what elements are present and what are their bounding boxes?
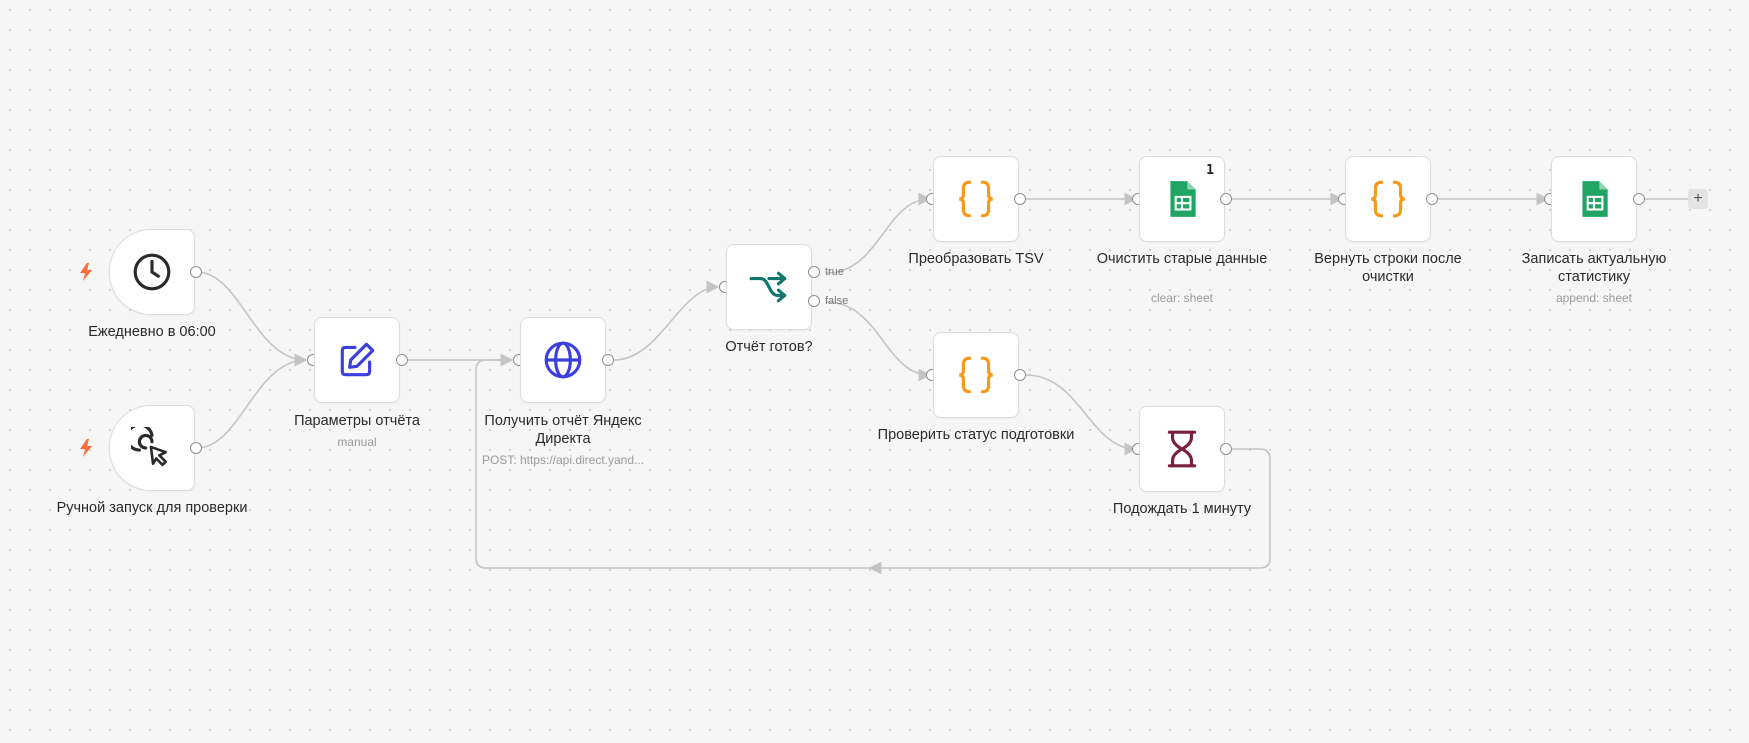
- node-report-params[interactable]: [314, 317, 400, 403]
- output-handle[interactable]: [1220, 193, 1232, 205]
- node-subtitle: manual: [337, 435, 377, 449]
- output-handle[interactable]: [1014, 193, 1026, 205]
- output-handle[interactable]: [1426, 193, 1438, 205]
- trigger-bolt-icon: [80, 439, 92, 457]
- node-check-status[interactable]: [933, 332, 1019, 418]
- edge-schedule-params: [196, 271, 308, 367]
- branch-label-false: false: [825, 295, 849, 307]
- output-handle-true[interactable]: [808, 266, 820, 278]
- node-label: Вернуть строки после очистки: [1314, 251, 1462, 285]
- node-label: Записать актуальную статистику: [1521, 251, 1667, 285]
- node-subtitle: append: sheet: [1555, 291, 1633, 305]
- code-braces-icon: [959, 180, 993, 218]
- node-schedule-trigger[interactable]: [109, 229, 195, 315]
- node-write-stats[interactable]: [1551, 156, 1637, 242]
- node-clear-old-data[interactable]: 1: [1139, 156, 1225, 242]
- execution-count-badge: 1: [1206, 163, 1214, 178]
- clock-icon: [133, 253, 171, 291]
- node-subtitle: clear: sheet: [1150, 291, 1214, 305]
- node-label: Получить отчёт Яндекс Директа: [484, 413, 642, 447]
- output-handle[interactable]: [1014, 369, 1026, 381]
- output-handle[interactable]: [602, 354, 614, 366]
- output-handle[interactable]: [1633, 193, 1645, 205]
- output-handle[interactable]: [1220, 443, 1232, 455]
- code-braces-icon: [1371, 180, 1405, 218]
- node-label: Параметры отчёта: [294, 413, 420, 429]
- node-label: Очистить старые данные: [1096, 251, 1268, 267]
- output-handle[interactable]: [190, 266, 202, 278]
- node-convert-tsv[interactable]: [933, 156, 1019, 242]
- output-handle-false[interactable]: [808, 295, 820, 307]
- node-label: Проверить статус подготовки: [877, 427, 1075, 443]
- output-handle[interactable]: [190, 442, 202, 454]
- node-report-ready-if[interactable]: [726, 244, 812, 330]
- node-label: Ручной запуск для проверки: [56, 500, 248, 516]
- node-fetch-report[interactable]: [520, 317, 606, 403]
- branch-label-true: true: [825, 266, 844, 278]
- add-node-button[interactable]: +: [1688, 189, 1708, 209]
- branch-icon: [749, 271, 787, 303]
- google-sheets-icon: [1582, 181, 1608, 217]
- node-label: Преобразовать TSV: [908, 251, 1044, 267]
- node-label: Отчёт готов?: [725, 339, 813, 355]
- trigger-bolt-icon: [80, 263, 92, 281]
- code-braces-icon: [959, 356, 993, 394]
- node-manual-trigger[interactable]: [109, 405, 195, 491]
- google-sheets-icon: [1170, 181, 1196, 217]
- pointer-click-icon: [131, 427, 167, 467]
- output-handle[interactable]: [396, 354, 408, 366]
- node-label: Подождать 1 минуту: [1112, 501, 1252, 517]
- node-return-rows[interactable]: [1345, 156, 1431, 242]
- hourglass-icon: [1167, 430, 1197, 468]
- globe-icon: [544, 341, 582, 379]
- edit-icon: [340, 342, 375, 377]
- node-wait[interactable]: [1139, 406, 1225, 492]
- node-subtitle: POST: https://api.direct.yand...: [481, 453, 645, 467]
- node-label: Ежедневно в 06:00: [88, 324, 216, 340]
